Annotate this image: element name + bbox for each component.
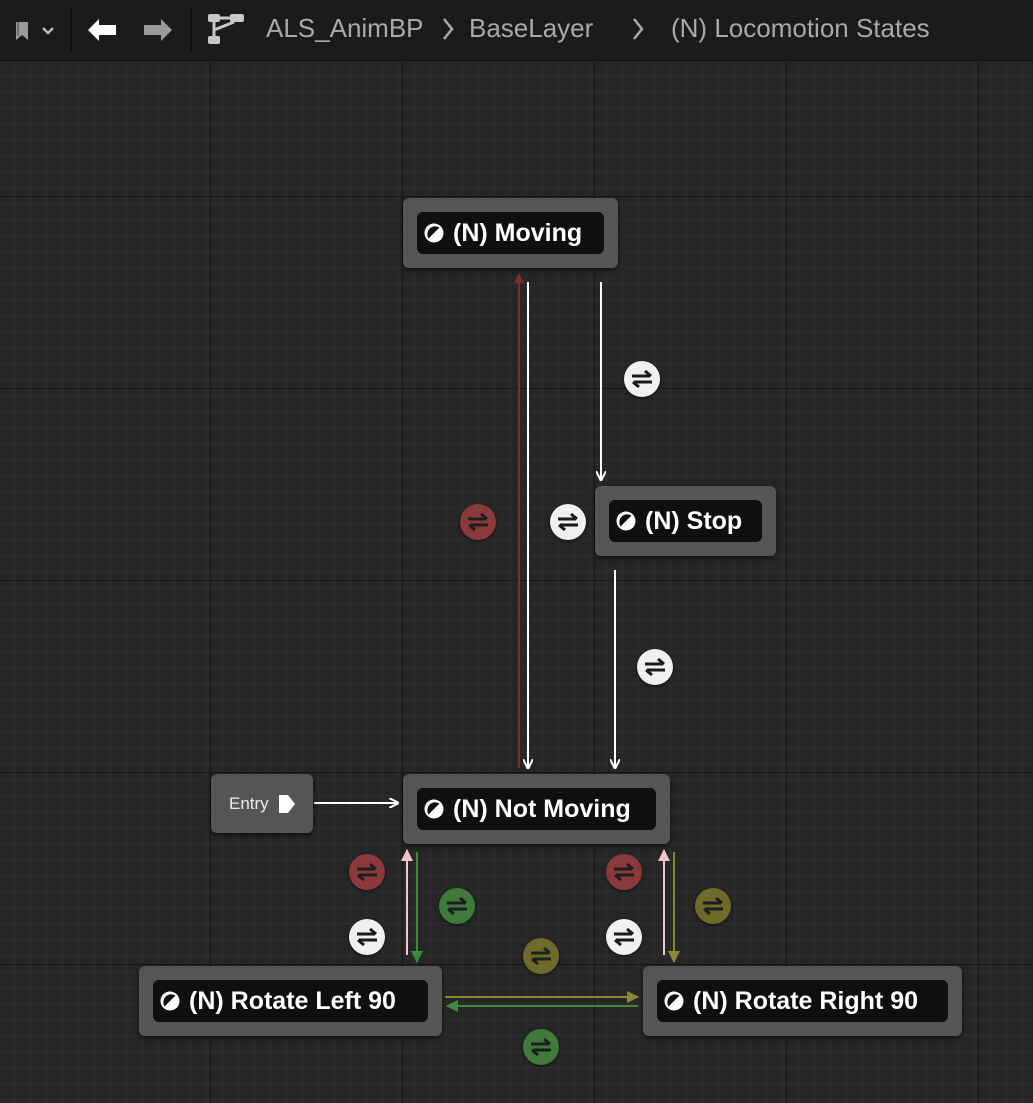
state-label: (N) Not Moving (453, 794, 631, 823)
state-icon (616, 511, 636, 531)
breadcrumb-locomotion-states[interactable]: (N) Locomotion States (671, 13, 930, 43)
transition-rule-icon (357, 927, 377, 947)
breadcrumb-base-layer[interactable]: BaseLayer (469, 13, 594, 43)
transition-rule-rotateright-to-notmoving-b[interactable] (606, 919, 642, 955)
graph-toolbar: ALS_AnimBP BaseLayer (N) Locomotion Stat… (0, 0, 1033, 61)
state-icon (664, 991, 684, 1011)
entry-pin-icon[interactable] (277, 793, 297, 815)
transition-rule-icon (703, 896, 723, 916)
chevron-down-icon (42, 27, 54, 35)
state-moving[interactable]: (N) Moving (403, 198, 618, 268)
grid-major-line (0, 196, 1033, 197)
state-label: (N) Rotate Right 90 (693, 986, 918, 1015)
transition-rule-notmoving-to-rotateleft[interactable] (439, 888, 475, 924)
state-icon (424, 799, 444, 819)
forward-arrow-icon (144, 19, 172, 41)
back-arrow-icon (88, 19, 116, 41)
transition-rule-icon (645, 657, 665, 677)
transition-rule-icon (357, 862, 377, 882)
breadcrumb-chevron-icon (443, 18, 454, 40)
forward-button[interactable] (138, 14, 178, 46)
state-icon (160, 991, 180, 1011)
grid-major-line (0, 388, 1033, 389)
state-rotate-right-90[interactable]: (N) Rotate Right 90 (643, 966, 962, 1036)
entry-node[interactable]: Entry (211, 774, 313, 833)
transition-rule-rotateright-to-rotateleft[interactable] (523, 1029, 559, 1065)
transition-rule-rotateright-to-notmoving-a[interactable] (606, 854, 642, 890)
grid-major-line (0, 964, 1033, 965)
graph-hierarchy-button[interactable] (204, 14, 248, 46)
state-title-bar: (N) Rotate Left 90 (153, 980, 428, 1022)
bookmark-icon (16, 22, 54, 40)
transition-rule-rotateleft-to-notmoving-b[interactable] (349, 919, 385, 955)
state-not-moving[interactable]: (N) Not Moving (403, 774, 670, 844)
transition-rule-moving-to-notmoving[interactable] (550, 504, 586, 540)
transition-rule-stop-to-notmoving[interactable] (637, 649, 673, 685)
transition-rule-icon (531, 1037, 551, 1057)
bookmark-dropdown[interactable] (10, 14, 60, 46)
transition-rule-icon (632, 369, 652, 389)
grid-major-line (0, 580, 1033, 581)
grid-major-line (594, 61, 595, 1103)
transition-rule-moving-to-stop[interactable] (624, 361, 660, 397)
transition-rule-icon (558, 512, 578, 532)
breadcrumb-chevron-icon (633, 18, 644, 40)
state-label: (N) Moving (453, 218, 583, 247)
state-label: (N) Rotate Left 90 (189, 986, 396, 1015)
grid-major-line (402, 61, 403, 1103)
state-title-bar: (N) Moving (417, 212, 604, 254)
state-rotate-left-90[interactable]: (N) Rotate Left 90 (139, 966, 442, 1036)
grid-major-line (210, 61, 211, 1103)
transition-rule-rotateleft-to-notmoving-a[interactable] (349, 854, 385, 890)
entry-label: Entry (229, 793, 269, 813)
breadcrumb-anim-blueprint[interactable]: ALS_AnimBP (266, 13, 424, 43)
transition-rule-icon (468, 512, 488, 532)
state-label: (N) Stop (645, 506, 743, 535)
transition-rule-icon (531, 946, 551, 966)
state-title-bar: (N) Rotate Right 90 (657, 980, 948, 1022)
grid-major-line (978, 61, 979, 1103)
state-icon (424, 223, 444, 243)
state-title-bar: (N) Stop (609, 500, 762, 542)
transition-rule-notmoving-to-moving[interactable] (460, 504, 496, 540)
grid-major-line (0, 772, 1033, 773)
transition-rule-rotateleft-to-rotateright[interactable] (523, 938, 559, 974)
hierarchy-icon (208, 14, 244, 44)
state-title-bar: (N) Not Moving (417, 788, 656, 830)
transition-rule-icon (614, 927, 634, 947)
transition-rule-icon (614, 862, 634, 882)
state-stop[interactable]: (N) Stop (595, 486, 776, 556)
transition-rule-icon (447, 896, 467, 916)
grid-major-line (786, 61, 787, 1103)
transition-rule-notmoving-to-rotateright[interactable] (695, 888, 731, 924)
back-button[interactable] (82, 14, 122, 46)
